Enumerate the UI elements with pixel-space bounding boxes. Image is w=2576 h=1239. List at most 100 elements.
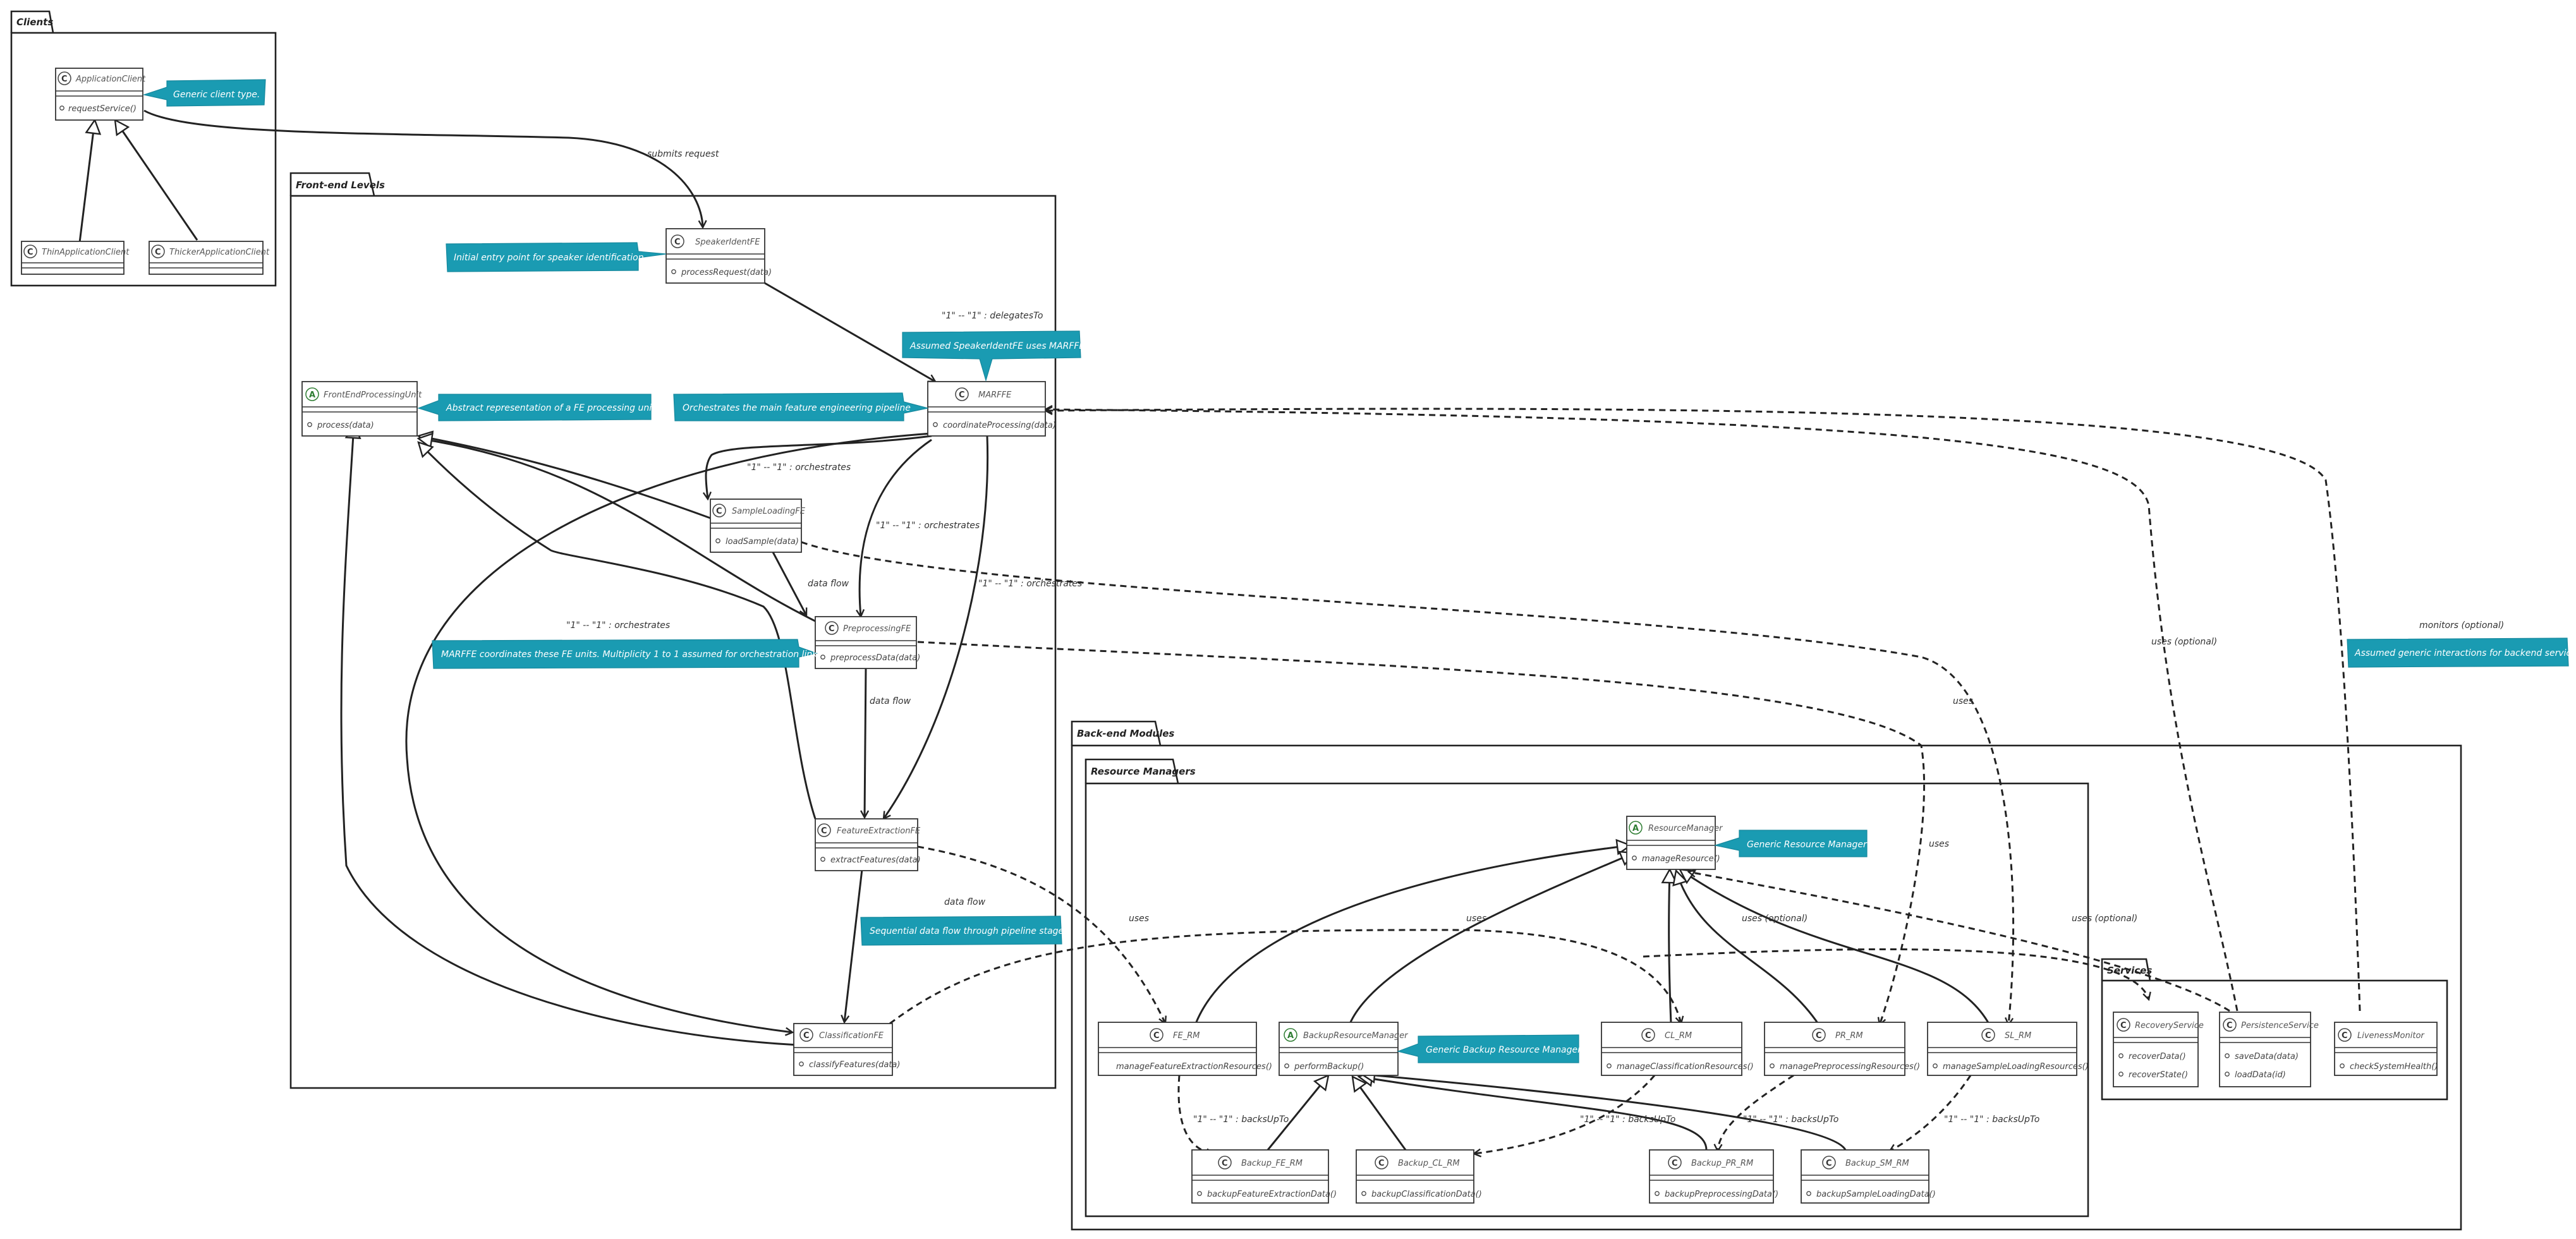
edge-label-monitors-optional: monitors (optional) — [2419, 620, 2504, 631]
svg-text:performBackup(): performBackup() — [1294, 1062, 1364, 1072]
note-orchestrates-main: Orchestrates the main feature engineerin… — [673, 392, 928, 421]
note-generic-client: Generic client type. — [142, 79, 266, 107]
package-backend-label: Back-end Modules — [1077, 728, 1174, 739]
svg-text:C: C — [61, 75, 68, 84]
note-generic-rm: Generic Resource Manager — [1713, 830, 1868, 857]
note-abstract-fe: Abstract representation of a FE processi… — [417, 394, 658, 421]
svg-text:CL_RM: CL_RM — [1665, 1031, 1692, 1041]
edge-label-backs-up-fe: "1" -- "1" : backsUpTo — [1193, 1115, 1289, 1125]
svg-text:Generic Resource Manager: Generic Resource Manager — [1747, 840, 1868, 850]
class-thicker-application-client[interactable]: C ThickerApplicationClient — [149, 241, 270, 275]
class-cl-rm[interactable]: C CL_RM manageClassificationResources() — [1601, 1022, 1754, 1076]
svg-text:extractFeatures(data): extractFeatures(data) — [830, 855, 921, 865]
class-backup-pr-rm[interactable]: C Backup_PR_RM backupPreprocessingData() — [1649, 1149, 1778, 1204]
edge-label-delegates-to: "1" -- "1" : delegatesTo — [942, 311, 1043, 321]
svg-text:Generic Backup Resource Manage: Generic Backup Resource Manager — [1426, 1045, 1582, 1055]
svg-text:C: C — [674, 238, 681, 247]
class-recovery-service[interactable]: C RecoveryService recoverData() recoverS… — [2113, 1012, 2204, 1087]
class-backup-resource-manager[interactable]: A BackupResourceManager performBackup() — [1279, 1022, 1409, 1076]
class-feature-extraction-fe[interactable]: C FeatureExtractionFE extractFeatures(da… — [815, 818, 921, 871]
class-backup-fe-rm[interactable]: C Backup_FE_RM backupFeatureExtractionDa… — [1191, 1149, 1337, 1204]
svg-text:manageClassificationResources(: manageClassificationResources() — [1617, 1062, 1754, 1072]
svg-text:Backup_CL_RM: Backup_CL_RM — [1398, 1159, 1460, 1168]
edge-label-data-flow-2: data flow — [870, 696, 911, 706]
note-entry-point: Initial entry point for speaker identifi… — [446, 242, 667, 272]
svg-text:backupFeatureExtractionData(): backupFeatureExtractionData() — [1207, 1190, 1337, 1199]
edge-label-uses-cl: uses — [1466, 914, 1486, 924]
svg-text:C: C — [1378, 1159, 1385, 1168]
edge-label-backs-up-pr: "1" -- "1" : backsUpTo — [1743, 1115, 1838, 1125]
package-frontend: Front-end Levels — [289, 172, 1057, 1089]
svg-text:C: C — [2227, 1021, 2233, 1030]
class-fe-rm[interactable]: C FE_RM manageFeatureExtractionResources… — [1098, 1022, 1272, 1076]
svg-text:checkSystemHealth(): checkSystemHealth() — [2350, 1062, 2438, 1072]
package-backend: Back-end Modules — [1071, 720, 2462, 1231]
edge-label-submits-request: submits request — [647, 149, 719, 159]
class-pr-rm[interactable]: C PR_RM managePreprocessingResources() — [1764, 1022, 1920, 1076]
svg-text:loadSample(data): loadSample(data) — [726, 537, 799, 547]
svg-text:Sequential data flow through p: Sequential data flow through pipeline st… — [870, 926, 1071, 936]
svg-text:C: C — [27, 248, 33, 257]
svg-text:C: C — [1222, 1159, 1228, 1168]
note-sequential-flow: Sequential data flow through pipeline st… — [860, 916, 1071, 946]
class-application-client[interactable]: C ApplicationClient requestService() — [55, 68, 146, 121]
package-resource-managers-label: Resource Managers — [1091, 766, 1196, 777]
class-front-end-processing-unit[interactable]: A FrontEndProcessingUnit process(data) — [301, 381, 422, 437]
edge-label-uses-pr: uses — [1929, 839, 1949, 849]
svg-text:PersistenceService: PersistenceService — [2241, 1021, 2319, 1030]
svg-text:C: C — [2342, 1031, 2348, 1041]
edge-label-orchestrates-sl: "1" -- "1" : orchestrates — [747, 462, 851, 473]
edges: submits request "1" -- "1" : delegatesTo… — [77, 109, 2504, 1154]
edge-label-uses-fe: uses — [1129, 914, 1149, 924]
svg-text:Generic client type.: Generic client type. — [173, 90, 260, 100]
edge-label-orchestrates-pr: "1" -- "1" : orchestrates — [876, 521, 980, 531]
svg-text:manageFeatureExtractionResourc: manageFeatureExtractionResources() — [1116, 1062, 1272, 1072]
svg-text:Assumed SpeakerIdentFE uses MA: Assumed SpeakerIdentFE uses MARFFE — [909, 341, 1084, 351]
svg-text:coordinateProcessing(data): coordinateProcessing(data) — [943, 421, 1056, 430]
svg-text:C: C — [2120, 1021, 2127, 1030]
svg-text:Backup_FE_RM: Backup_FE_RM — [1241, 1159, 1303, 1168]
class-persistence-service[interactable]: C PersistenceService saveData(data) load… — [2219, 1012, 2319, 1087]
class-backup-sm-rm[interactable]: C Backup_SM_RM backupSampleLoadingData() — [1801, 1149, 1936, 1204]
class-resource-manager[interactable]: A ResourceManager manageResource() — [1626, 816, 1723, 870]
svg-text:FrontEndProcessingUnit: FrontEndProcessingUnit — [324, 390, 422, 400]
svg-text:saveData(data): saveData(data) — [2235, 1052, 2299, 1061]
svg-text:C: C — [821, 826, 827, 836]
class-sample-loading-fe[interactable]: C SampleLoadingFE loadSample(data) — [710, 499, 806, 553]
svg-text:ResourceManager: ResourceManager — [1648, 824, 1723, 833]
svg-text:SampleLoadingFE: SampleLoadingFE — [732, 507, 806, 516]
note-marffe-coordinates: MARFFE coordinates these FE units. Multi… — [432, 639, 820, 669]
svg-text:C: C — [155, 248, 161, 257]
svg-text:A: A — [1632, 824, 1639, 833]
class-liveness-monitor[interactable]: C LivenessMonitor checkSystemHealth() — [2334, 1022, 2438, 1076]
package-clients: Clients — [10, 10, 277, 287]
note-assumed-backend: Assumed generic interactions for backend… — [2347, 638, 2576, 668]
svg-text:A: A — [309, 390, 315, 400]
edge-label-uses-optional-3: uses (optional) — [2151, 637, 2217, 647]
svg-text:C: C — [716, 507, 722, 516]
svg-text:process(data): process(data) — [317, 421, 374, 430]
edge-label-orchestrates-fe: "1" -- "1" : orchestrates — [978, 579, 1082, 589]
svg-text:manageResource(): manageResource() — [1642, 854, 1720, 864]
svg-text:C: C — [803, 1031, 810, 1041]
svg-text:SpeakerIdentFE: SpeakerIdentFE — [695, 238, 760, 247]
class-marffe[interactable]: C MARFFE coordinateProcessing(data) — [927, 381, 1056, 437]
svg-text:C: C — [829, 624, 835, 634]
svg-text:ClassificationFE: ClassificationFE — [819, 1031, 884, 1041]
svg-text:managePreprocessingResources(): managePreprocessingResources() — [1780, 1062, 1920, 1072]
class-backup-cl-rm[interactable]: C Backup_CL_RM backupClassificationData(… — [1356, 1149, 1482, 1204]
svg-text:ApplicationClient: ApplicationClient — [75, 75, 146, 84]
svg-text:ThinApplicationClient: ThinApplicationClient — [42, 248, 130, 257]
class-preprocessing-fe[interactable]: C PreprocessingFE preprocessData(data) — [815, 616, 920, 669]
class-thin-application-client[interactable]: C ThinApplicationClient — [21, 241, 130, 275]
svg-text:Orchestrates the main feature: Orchestrates the main feature engineerin… — [683, 403, 911, 413]
svg-text:C: C — [1645, 1031, 1651, 1041]
edge-label-uses-optional-2: uses (optional) — [2072, 914, 2137, 924]
svg-text:C: C — [1985, 1031, 1991, 1041]
class-sl-rm[interactable]: C SL_RM manageSampleLoadingResources() — [1927, 1022, 2089, 1076]
svg-text:LivenessMonitor: LivenessMonitor — [2357, 1031, 2425, 1041]
class-speaker-ident-fe[interactable]: C SpeakerIdentFE processRequest(data) — [665, 228, 772, 284]
class-classification-fe[interactable]: C ClassificationFE classifyFeatures(data… — [793, 1023, 900, 1076]
svg-text:recoverState(): recoverState() — [2129, 1070, 2188, 1080]
